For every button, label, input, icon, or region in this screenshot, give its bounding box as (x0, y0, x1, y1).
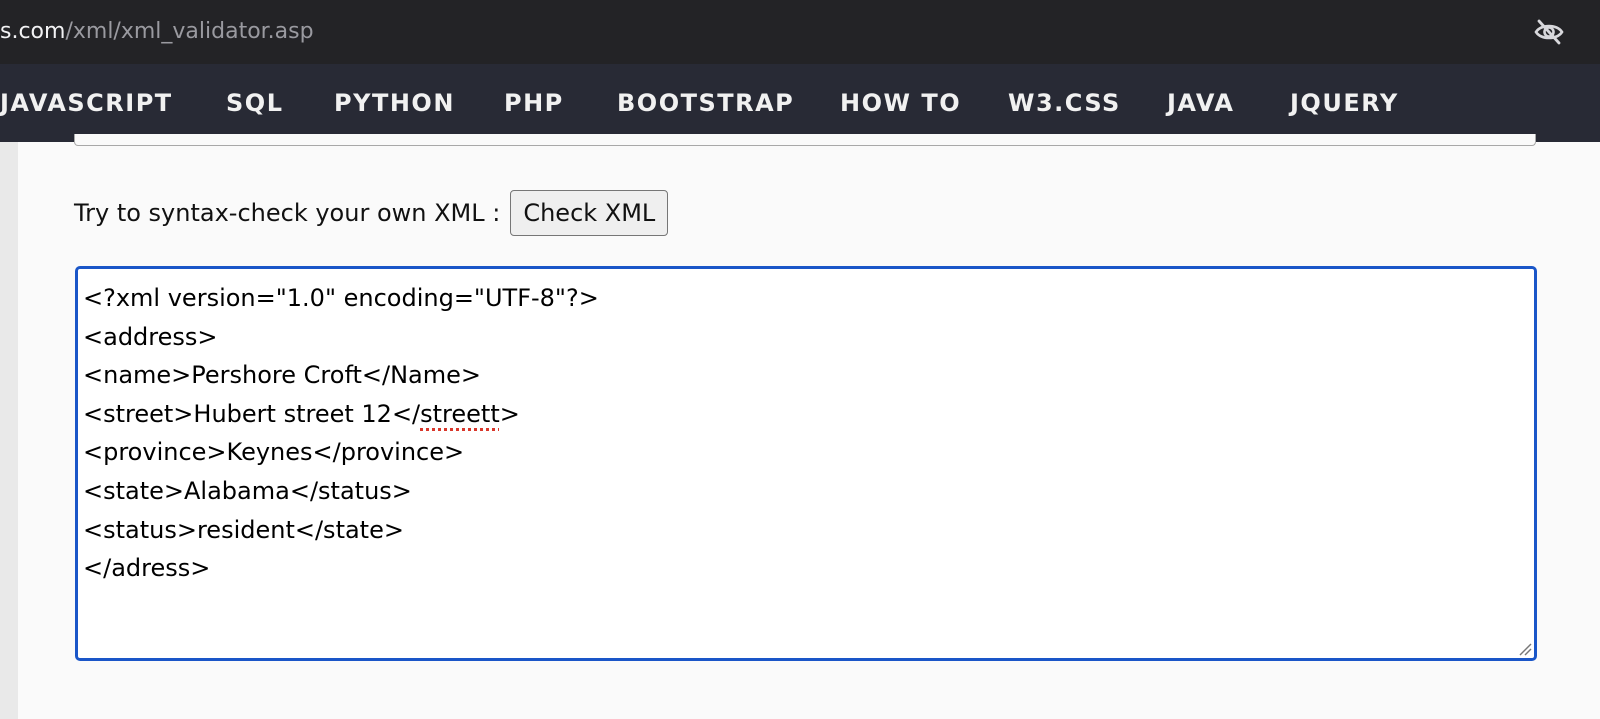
nav-java[interactable]: JAVA (1167, 89, 1235, 117)
xml-line: <address> (83, 322, 218, 351)
nav-bootstrap[interactable]: BOOTSTRAP (617, 89, 795, 117)
xml-line: <state>Alabama</status> (83, 476, 412, 505)
check-xml-button[interactable]: Check XML (510, 190, 669, 236)
xml-line: <status>resident</state> (83, 515, 404, 544)
xml-textarea[interactable]: <?xml version="1.0" encoding="UTF-8"?> <… (75, 266, 1537, 661)
nav-javascript[interactable]: JAVASCRIPT (0, 89, 173, 117)
url-text[interactable]: s.com/xml/xml_validator.asp (0, 14, 314, 50)
nav-python[interactable]: PYTHON (334, 89, 455, 117)
xml-line-part: > (499, 399, 520, 428)
eye-slash-icon[interactable] (1534, 18, 1564, 46)
nav-php[interactable]: PHP (504, 89, 564, 117)
previous-box-edge (74, 134, 1536, 146)
xml-line: <name>Pershore Croft</Name> (83, 361, 481, 390)
misspelled-word: streett (420, 399, 500, 428)
check-row: Try to syntax-check your own XML : Check… (74, 190, 669, 236)
url-path: /xml/xml_validator.asp (65, 19, 314, 44)
xml-line: <?xml version="1.0" encoding="UTF-8"?> (83, 284, 599, 312)
syntax-check-prompt: Try to syntax-check your own XML : (74, 199, 501, 227)
url-host: s.com (0, 19, 66, 44)
main-content: Try to syntax-check your own XML : Check… (0, 134, 1600, 719)
resize-grip-icon[interactable] (1518, 642, 1532, 656)
nav-sql[interactable]: SQL (226, 89, 284, 117)
xml-line: <street>Hubert street 12</streett> (83, 395, 1529, 434)
xml-line-part: <street>Hubert street 12</ (83, 399, 421, 428)
xml-line: <province>Keynes</province> (83, 438, 465, 467)
nav-jquery[interactable]: JQUERY (1290, 89, 1399, 117)
nav-w3css[interactable]: W3.CSS (1008, 89, 1121, 117)
nav-how-to[interactable]: HOW TO (840, 89, 962, 117)
address-bar[interactable]: s.com/xml/xml_validator.asp (0, 0, 1600, 64)
xml-line: </adress> (83, 554, 211, 583)
top-nav: JAVASCRIPT SQL PYTHON PHP BOOTSTRAP HOW … (0, 64, 1600, 142)
